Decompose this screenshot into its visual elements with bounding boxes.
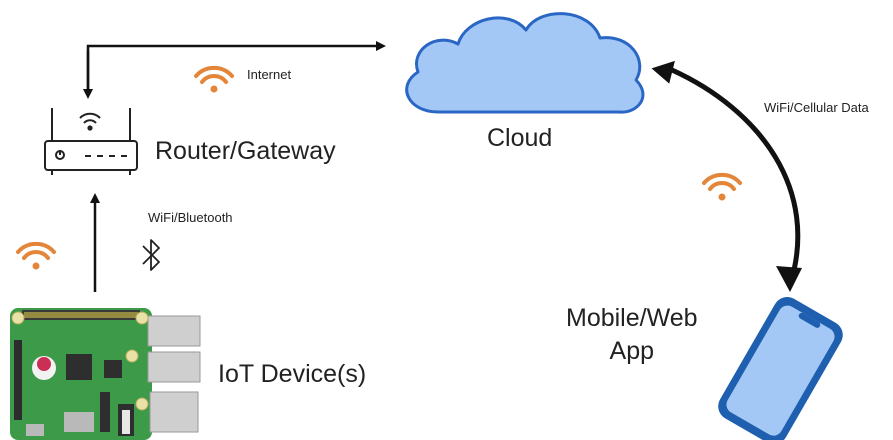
iot-device-label: IoT Device(s)	[218, 360, 367, 388]
wifi-icon	[702, 172, 742, 201]
bluetooth-icon	[142, 239, 160, 271]
mobile-app-label-line1: Mobile/Web	[566, 304, 698, 332]
router-label: Router/Gateway	[155, 137, 336, 165]
cloud-icon	[405, 12, 645, 114]
cloud-mobile-arrow	[651, 60, 802, 292]
raspberry-pi-board	[10, 308, 201, 440]
router-icon	[44, 108, 138, 175]
smartphone-icon	[718, 296, 843, 440]
cellular-link-label: WiFi/Cellular Data	[764, 100, 869, 115]
cloud-label: Cloud	[487, 124, 553, 152]
internet-connector	[83, 41, 386, 99]
wifi-icon	[16, 241, 56, 270]
wifi-icon	[194, 65, 234, 93]
internet-link-label: Internet	[247, 67, 292, 82]
mobile-app-label-line2: App	[609, 337, 655, 365]
mobile-app-label: Mobile/Web App	[566, 302, 698, 368]
wifi-bluetooth-link-label: WiFi/Bluetooth	[148, 210, 233, 225]
